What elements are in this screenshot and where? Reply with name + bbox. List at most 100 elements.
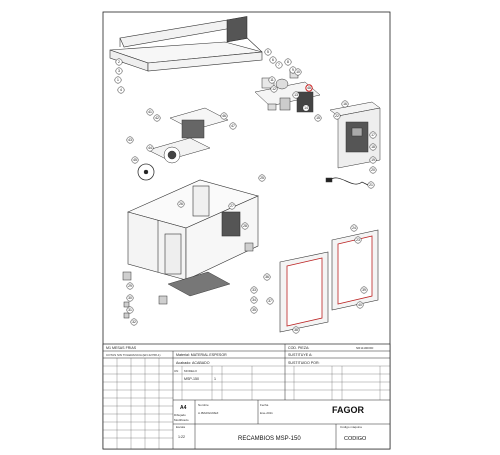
callout-number: 20 — [371, 168, 375, 172]
callout-bubble — [305, 84, 313, 92]
callout-number: 4 — [120, 88, 122, 92]
callout-bubble — [250, 296, 258, 304]
brand-logo: FAGOR — [332, 405, 365, 415]
callout-bubble — [177, 200, 185, 208]
callout-bubble — [131, 156, 139, 164]
callout-bubble — [117, 86, 125, 94]
callout-bubble — [369, 166, 377, 174]
callout-bubble — [115, 58, 123, 66]
format-value: A4 — [180, 405, 187, 411]
callout-number: 3 — [118, 69, 120, 73]
callout-number: 5 — [267, 50, 269, 54]
ventilation-grille — [226, 16, 248, 43]
callout-number: 39 — [362, 288, 366, 292]
drawn-label: Dibujado — [174, 413, 186, 417]
title-block: M1 MESAS FRIAS COTAS SIN TOLERANCIA (EN … — [102, 343, 391, 450]
legs — [122, 242, 254, 319]
replaced-by-label: SUSTITUIDO POR: — [288, 361, 320, 365]
callout-number: 19 — [371, 158, 375, 162]
part-code-value: NR11190090 — [356, 346, 374, 350]
callout-bubble — [228, 202, 236, 210]
callout-bubble — [292, 91, 300, 99]
scale-label: Escala — [176, 425, 185, 429]
callout-number: 6 — [272, 58, 274, 62]
callout-number: 43 — [128, 138, 132, 142]
callout-bubble — [292, 326, 300, 334]
callout-number: 29 — [128, 284, 132, 288]
name-value: A.IBARGUREZ — [198, 411, 219, 415]
callout-bubble — [115, 67, 123, 75]
finish-label: Acabado: ACABADO — [176, 361, 210, 365]
callout-bubble — [126, 294, 134, 302]
callout-bubble — [263, 273, 271, 281]
callout-bubble — [220, 112, 228, 120]
callout-bubble — [284, 58, 292, 66]
callout-number: 32 — [132, 320, 136, 324]
callout-bubble — [153, 114, 161, 122]
callout-bubble — [294, 68, 302, 76]
callout-number: 17 — [371, 133, 375, 137]
callout-number: 16 — [343, 102, 347, 106]
date-value: Ene-2011 — [260, 411, 273, 415]
name-label: Nombre — [198, 403, 209, 407]
callout-number: 15 — [316, 116, 320, 120]
replaces-label: SUSTITUYE A: — [288, 353, 312, 357]
callout-number: 37 — [268, 299, 272, 303]
callout-number: 12 — [272, 87, 276, 91]
callout-number: 7 — [278, 63, 280, 67]
callout-bubble — [250, 306, 258, 314]
callout-number: 36 — [265, 275, 269, 279]
callout-number: 14 — [304, 106, 308, 110]
callout-number: 8 — [287, 60, 289, 64]
callout-bubble — [302, 104, 310, 112]
callout-bubble — [333, 112, 341, 120]
model-value: MSP-150 — [184, 377, 199, 381]
callout-number: 22 — [335, 114, 339, 118]
callout-number: 40 — [358, 303, 362, 307]
callout-bubble — [258, 174, 266, 182]
date-label: Fecha — [260, 403, 269, 407]
model-col-label: MODELO — [184, 369, 198, 373]
callout-bubble — [314, 114, 322, 122]
callout-bubble — [268, 76, 276, 84]
qty-value: 1 — [214, 377, 216, 381]
callout-bubble — [126, 306, 134, 314]
callout-number: 11 — [270, 78, 274, 82]
callout-bubble — [360, 286, 368, 294]
callout-number: 35 — [252, 308, 256, 312]
callout-number: 18 — [371, 145, 375, 149]
callout-number: 1 — [117, 78, 119, 82]
door-left — [279, 251, 329, 333]
callout-bubble — [269, 56, 277, 64]
callout-number: 28 — [243, 224, 247, 228]
cabinet-body — [127, 179, 259, 281]
callout-number: 23 — [356, 238, 360, 242]
callout-number: 21 — [369, 183, 373, 187]
callout-number: 48 — [307, 86, 311, 90]
scale-value: 1:22 — [178, 435, 185, 439]
qty-col-label: UN — [174, 369, 178, 373]
evaporator-assembly — [137, 107, 229, 181]
callout-number: 2 — [118, 60, 120, 64]
callout-bubble — [229, 122, 237, 130]
callout-bubble — [350, 224, 358, 232]
wire-shelf — [167, 271, 231, 297]
callout-number: 33 — [252, 288, 256, 292]
control-panel — [325, 101, 381, 187]
callout-bubble — [126, 282, 134, 290]
callout-bubble — [264, 48, 272, 56]
callout-number: 44 — [148, 146, 152, 150]
callout-number: 41 — [148, 110, 152, 114]
modified-label: Modificado — [174, 418, 189, 422]
callout-bubble — [270, 85, 278, 93]
callout-bubble — [275, 61, 283, 69]
callout-number: 25 — [260, 176, 264, 180]
callout-bubble — [369, 143, 377, 151]
callout-number: 46 — [222, 114, 226, 118]
material-label: Material: MATERIAL ESPESOR — [176, 353, 227, 357]
callout-number: 27 — [230, 204, 234, 208]
callout-bubble — [114, 76, 122, 84]
part-code-label: COD. PIEZA: — [288, 346, 309, 350]
